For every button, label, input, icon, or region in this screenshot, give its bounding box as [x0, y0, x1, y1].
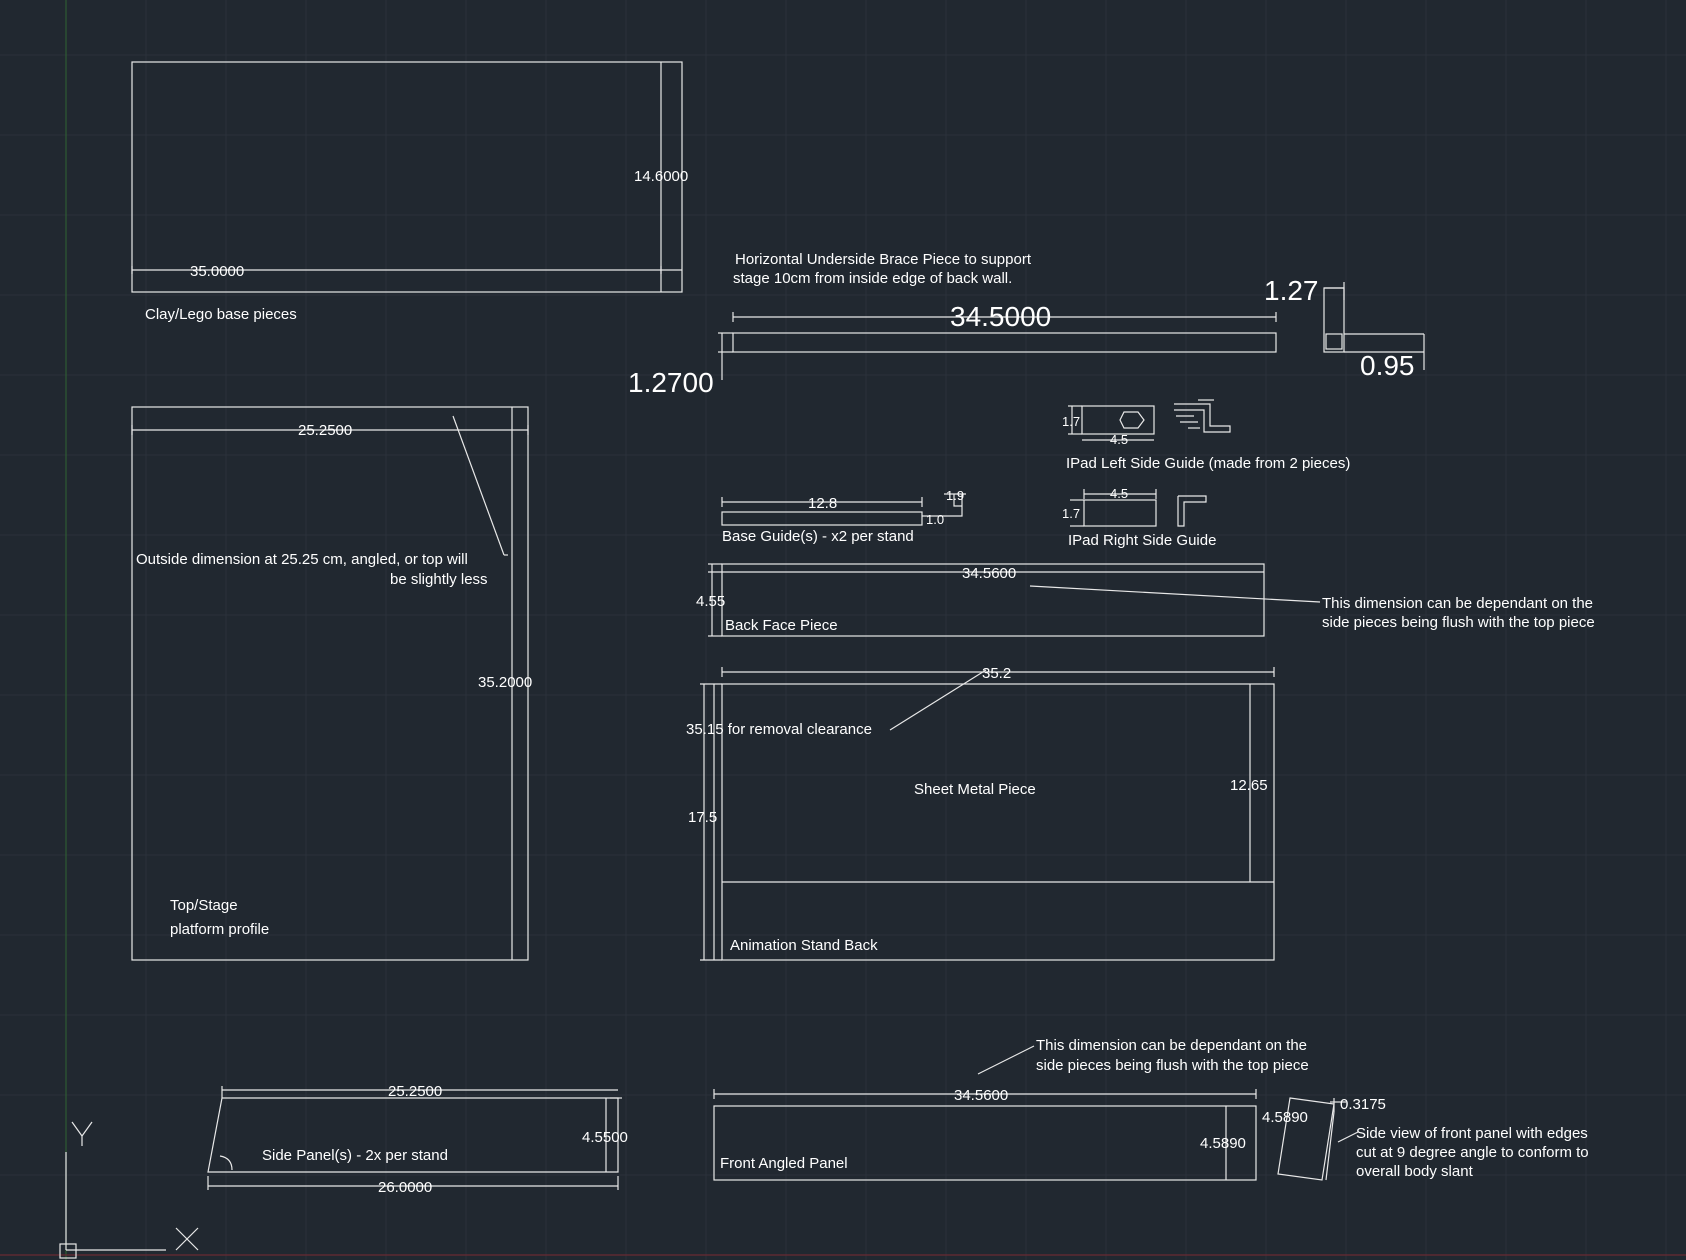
top-stage-label-line1: Top/Stage [170, 897, 238, 914]
ipad-right-guide[interactable] [1070, 489, 1207, 527]
side-panel-height-dim: 4.5500 [582, 1129, 628, 1146]
clay-height-dim: 14.6000 [634, 168, 688, 185]
top-stage-label-line2: platform profile [170, 921, 269, 938]
brace-note-line1: Horizontal Underside Brace Piece to supp… [735, 251, 1032, 268]
brace-height-dim: 1.2700 [628, 367, 714, 398]
side-panel-label: Side Panel(s) - 2x per stand [262, 1147, 448, 1164]
base-guide-height1-dim: 1.9 [946, 488, 964, 503]
brace-section-height-dim: 0.95 [1360, 350, 1415, 381]
side-panel-bottom-dim: 26.0000 [378, 1179, 432, 1196]
front-flush-note-line1: This dimension can be dependant on the [1036, 1037, 1307, 1054]
top-width-dim: 25.2500 [298, 422, 352, 439]
side-view-note-line2: cut at 9 degree angle to conform to [1356, 1144, 1589, 1161]
side-panel-top-dim: 25.2500 [388, 1083, 442, 1100]
sheet-metal-width-dim: 35.2 [982, 665, 1011, 682]
ipad-left-label: IPad Left Side Guide (made from 2 pieces… [1066, 455, 1350, 472]
ipad-right-width-dim: 4.5 [1110, 486, 1128, 501]
sheet-metal-height-dim: 12.65 [1230, 777, 1268, 794]
ucs-icon [59, 1121, 199, 1259]
ipad-left-guide[interactable] [1068, 399, 1231, 441]
top-height-dim: 35.2000 [478, 674, 532, 691]
side-view-thickness-dim: 0.3175 [1340, 1096, 1386, 1113]
animation-stand-back-label: Animation Stand Back [730, 937, 878, 954]
ipad-right-label: IPad Right Side Guide [1068, 532, 1216, 549]
ipad-left-height-dim: 1.7 [1062, 414, 1080, 429]
base-guide-height2-dim: 1.0 [926, 512, 944, 527]
side-view-height-dim: 4.5890 [1262, 1109, 1308, 1126]
back-face-piece[interactable] [708, 563, 1321, 637]
brace-note-line2: stage 10cm from inside edge of back wall… [733, 270, 1012, 287]
front-panel-side-view[interactable] [1277, 1097, 1359, 1181]
front-panel-height-dim: 4.5890 [1200, 1135, 1246, 1152]
clay-width-dim: 35.0000 [190, 263, 244, 280]
stand-back-height-dim: 17.5 [688, 809, 717, 826]
sheet-metal-label: Sheet Metal Piece [914, 781, 1036, 798]
clay-base-label: Clay/Lego base pieces [145, 306, 297, 323]
flush-note-line1: This dimension can be dependant on the [1322, 595, 1593, 612]
flush-note-line2: side pieces being flush with the top pie… [1322, 614, 1595, 631]
back-face-label: Back Face Piece [725, 617, 838, 634]
base-guide-length-dim: 12.8 [808, 495, 837, 512]
back-face-height-dim: 4.55 [696, 593, 725, 610]
animation-stand-back[interactable] [700, 667, 1275, 961]
outside-note-line1: Outside dimension at 25.25 cm, angled, o… [136, 551, 468, 568]
back-face-length-dim: 34.5600 [962, 565, 1016, 582]
front-panel-label: Front Angled Panel [720, 1155, 848, 1172]
front-panel-length-dim: 34.5600 [954, 1087, 1008, 1104]
outside-note-line2: be slightly less [390, 571, 488, 588]
front-angled-panel[interactable] [713, 1045, 1257, 1181]
removal-clearance-note: 35.15 for removal clearance [686, 721, 872, 738]
ipad-right-height-dim: 1.7 [1062, 506, 1080, 521]
brace-length-dim: 34.5000 [950, 301, 1051, 332]
front-flush-note-line2: side pieces being flush with the top pie… [1036, 1057, 1309, 1074]
base-guide[interactable] [721, 493, 966, 526]
side-view-note-line1: Side view of front panel with edges [1356, 1125, 1588, 1142]
brace-section[interactable] [1323, 282, 1425, 370]
clay-base-piece[interactable] [131, 61, 683, 293]
ipad-left-width-dim: 4.5 [1110, 432, 1128, 447]
brace-piece[interactable] [718, 312, 1277, 380]
brace-section-width-dim: 1.27 [1264, 275, 1319, 306]
side-panel[interactable] [207, 1086, 622, 1190]
side-view-note-line3: overall body slant [1356, 1163, 1474, 1180]
top-stage-platform[interactable] [131, 406, 529, 961]
base-guide-label: Base Guide(s) - x2 per stand [722, 528, 914, 545]
